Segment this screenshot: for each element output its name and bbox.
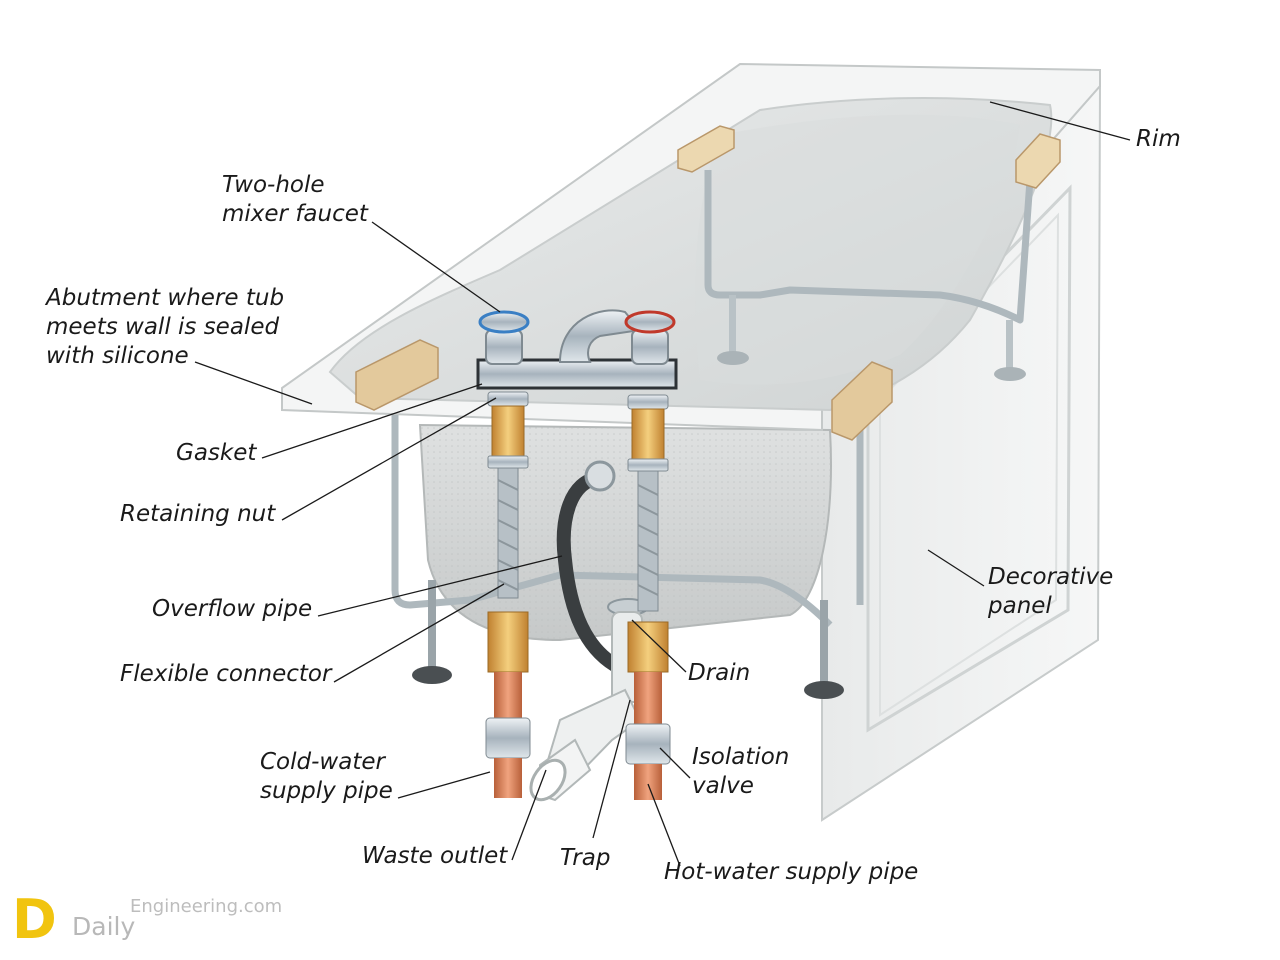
mixer-faucet <box>476 309 678 390</box>
logo-word-daily: Daily <box>72 912 136 941</box>
overflow-pipe-shape <box>556 471 627 675</box>
label-faucet-line2: mixer faucet <box>222 201 368 227</box>
wood-blocks <box>355 125 1061 441</box>
label-cold-line2: supply pipe <box>260 778 393 804</box>
label-panel-line2: panel <box>988 593 1052 619</box>
leader-lines <box>194 101 1131 867</box>
label-abutment-line1: Abutment where tub <box>46 285 285 311</box>
logo-word-engineering: Engineering.com <box>130 896 283 917</box>
label-panel-line1: Decorative <box>988 564 1114 590</box>
label-gasket: Gasket <box>176 440 257 466</box>
label-drain: Drain <box>688 660 751 686</box>
hot-supply-assembly <box>625 394 671 800</box>
logo-mark: D <box>12 888 57 951</box>
label-abutment-line2: meets wall is sealed <box>46 314 280 340</box>
label-trap: Trap <box>560 845 611 871</box>
label-cold-line1: Cold-water <box>260 749 385 775</box>
overflow-fitting <box>584 460 616 492</box>
label-waste-outlet: Waste outlet <box>362 843 508 869</box>
label-overflow-pipe: Overflow pipe <box>152 596 313 622</box>
label-isolation-line1: Isolation <box>692 744 790 770</box>
label-rim: Rim <box>1136 126 1181 152</box>
label-retaining-nut: Retaining nut <box>120 501 276 527</box>
label-hot-water-supply: Hot-water supply pipe <box>664 859 919 885</box>
label-isolation-line2: valve <box>692 773 754 799</box>
label-abutment-line3: with silicone <box>46 343 189 369</box>
daily-engineering-logo: D Daily Engineering.com <box>8 890 308 952</box>
cold-supply-assembly <box>485 391 531 798</box>
label-flexible-connector: Flexible connector <box>120 661 332 687</box>
label-faucet-line1: Two-hole <box>222 172 325 198</box>
